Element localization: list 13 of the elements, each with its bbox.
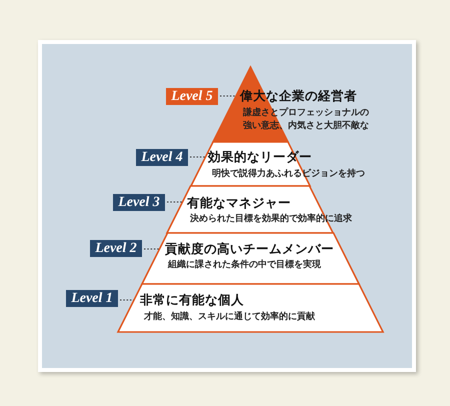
leader-line [144, 248, 160, 250]
tier-description: 才能、知識、スキルに通じて効率的に貢献 [144, 311, 316, 324]
tier-title: 偉大な企業の経営者 [240, 88, 357, 105]
level-badge: Level 1 [66, 290, 118, 307]
tier-title: 非常に有能な個人 [140, 292, 244, 309]
level-badge: Level 4 [136, 149, 188, 166]
tier-description: 組織に課された条件の中で目標を実現 [168, 259, 322, 272]
tier-title: 有能なマネジャー [187, 195, 291, 212]
tier-title: 貢献度の高いチームメンバー [165, 241, 334, 258]
leader-line [190, 156, 206, 158]
level-badge: Level 5 [166, 88, 218, 105]
level-badge: Level 3 [113, 194, 165, 211]
level-badge: Level 2 [90, 240, 142, 257]
